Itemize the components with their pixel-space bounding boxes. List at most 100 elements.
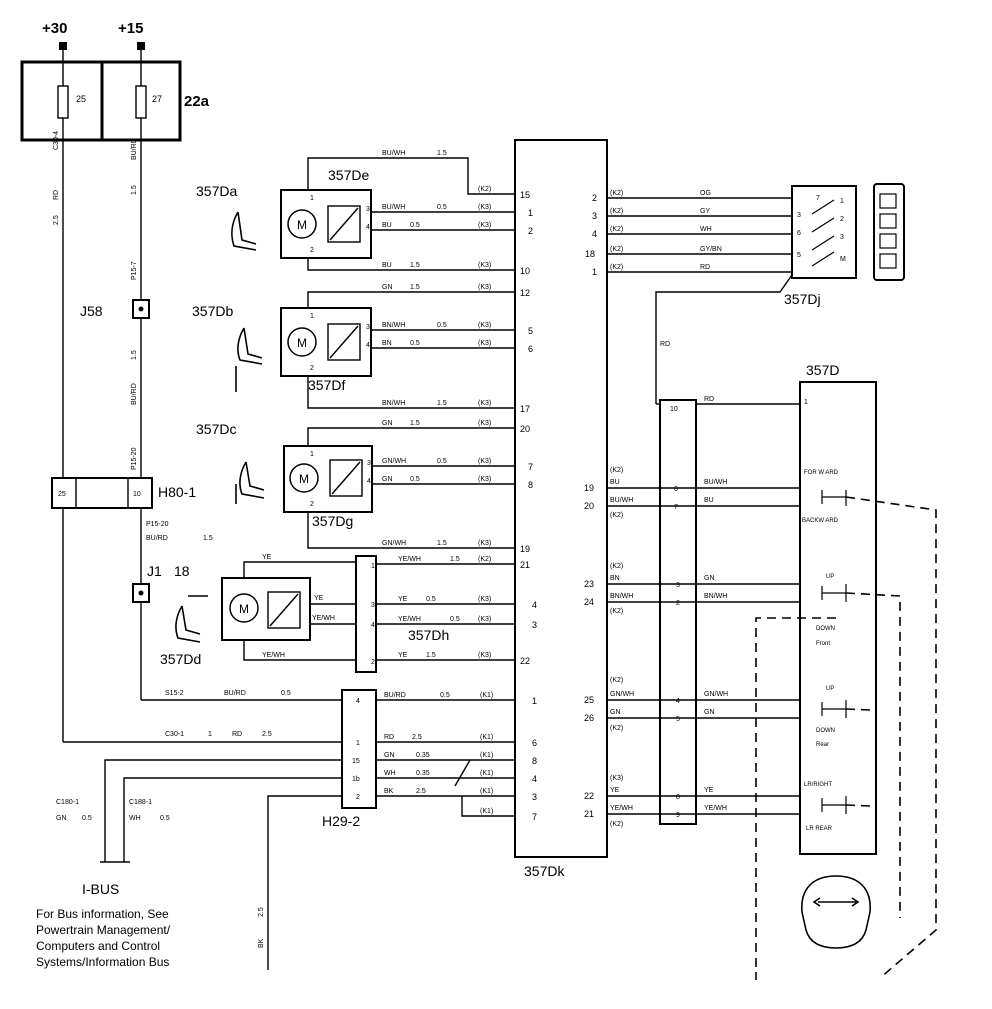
svg-text:YE: YE (610, 787, 620, 794)
svg-text:1.5: 1.5 (426, 652, 436, 659)
svg-text:4: 4 (532, 600, 537, 610)
svg-text:6: 6 (528, 344, 533, 354)
wire-bu-rd-2-size: 1.5 (131, 350, 138, 360)
svg-text:RD: RD (384, 734, 394, 741)
svg-text:1.5: 1.5 (410, 262, 420, 269)
svg-text:1.5: 1.5 (410, 420, 420, 427)
svg-text:BN: BN (382, 340, 392, 347)
right-wire-row: 2(K2)OG (592, 190, 711, 203)
note-line-3: Computers and Control (36, 939, 160, 953)
svg-text:21: 21 (584, 809, 594, 819)
wire-s15-2-color: BU/RD (224, 690, 246, 697)
h80-pin-a: 25 (58, 491, 66, 498)
j1-label: J1 (147, 563, 162, 579)
svg-text:1: 1 (356, 740, 360, 747)
svg-text:0.5: 0.5 (440, 692, 450, 699)
note-line-1: For Bus information, See (36, 907, 169, 921)
svg-text:(K3): (K3) (478, 596, 491, 603)
svg-text:(K3): (K3) (478, 222, 491, 229)
svg-text:(K3): (K3) (478, 540, 491, 547)
svg-text:5: 5 (528, 326, 533, 336)
svg-text:23: 23 (584, 579, 594, 589)
svg-text:(K3): (K3) (478, 476, 491, 483)
svg-text:2: 2 (356, 794, 360, 801)
svg-text:(K2): (K2) (610, 467, 623, 474)
svg-text:3: 3 (676, 582, 680, 589)
svg-text:6: 6 (674, 486, 678, 493)
dd-wire-ye1: YE (262, 554, 272, 561)
svg-text:0.5: 0.5 (426, 596, 436, 603)
svg-text:(K3): (K3) (478, 340, 491, 347)
svg-text:3: 3 (532, 792, 537, 802)
svg-text:8: 8 (676, 794, 680, 801)
wire-row: BN 0.5 (K3) 6 (382, 340, 533, 354)
svg-text:GN: GN (704, 709, 715, 716)
svg-text:(K3): (K3) (478, 420, 491, 427)
svg-text:0.5: 0.5 (410, 222, 420, 229)
svg-text:YE: YE (398, 596, 408, 603)
svg-text:M: M (840, 256, 846, 263)
wire-c30-1: C30-1 (165, 731, 184, 738)
svg-text:GN/WH: GN/WH (610, 691, 634, 698)
svg-text:(K3): (K3) (610, 775, 623, 782)
svg-text:BU: BU (382, 222, 392, 229)
wire-p15-20: P15-20 (131, 447, 138, 470)
svg-text:26: 26 (584, 713, 594, 723)
ibus-c180-size: 0.5 (82, 815, 92, 822)
wire-bu-rd-2: BU/RD (131, 383, 138, 405)
svg-text:(K2): (K2) (610, 264, 623, 271)
svg-text:BU: BU (610, 479, 620, 486)
terminal-30 (59, 42, 67, 50)
svg-text:22: 22 (584, 791, 594, 801)
svg-text:(K2): (K2) (610, 725, 623, 732)
note-line-2: Powertrain Management/ (36, 923, 171, 937)
svg-text:(K2): (K2) (610, 208, 623, 215)
right-wire-row: 1(K2)RD (592, 264, 710, 277)
wire-bu-rd: BU/RD (131, 138, 138, 160)
svg-text:0.35: 0.35 (416, 770, 430, 777)
sw-down2: DOWN (816, 728, 835, 734)
svg-text:0.5: 0.5 (410, 340, 420, 347)
wire-bk: BK (258, 938, 265, 948)
sw-up1: UP (826, 574, 834, 580)
plus30-label: +30 (42, 20, 67, 37)
svg-text:4: 4 (371, 622, 375, 629)
svg-text:(K2): (K2) (610, 512, 623, 519)
svg-text:8: 8 (528, 480, 533, 490)
svg-text:8: 8 (532, 756, 537, 766)
svg-text:0.5: 0.5 (410, 476, 420, 483)
svg-text:19: 19 (584, 483, 594, 493)
wire-s15-2-size: 0.5 (281, 690, 291, 697)
sw-down1: DOWN (816, 626, 835, 632)
svg-text:(K3): (K3) (478, 458, 491, 465)
wire-p15-7: P15-7 (131, 261, 138, 280)
wire-c30-1-color: RD (232, 731, 242, 738)
svg-text:1.5: 1.5 (410, 284, 420, 291)
svg-text:2: 2 (592, 193, 597, 203)
comp-357dd: 357Dd (160, 651, 201, 667)
dd-wire-yewh1: YE/WH (312, 615, 335, 622)
svg-text:(K2): (K2) (610, 246, 623, 253)
wire-row: (K1)7 (480, 808, 537, 822)
svg-text:17: 17 (520, 404, 530, 414)
svg-text:1: 1 (310, 313, 314, 320)
h80-label: H80-1 (158, 484, 196, 500)
svg-text:3: 3 (797, 212, 801, 219)
svg-text:1: 1 (371, 563, 375, 570)
fuse-b-label: 27 (152, 94, 162, 104)
svg-text:(K3): (K3) (478, 262, 491, 269)
ibus-c188: C188-1 (129, 799, 152, 806)
comp-357db: 357Db (192, 303, 233, 319)
svg-text:(K2): (K2) (610, 677, 623, 684)
svg-text:21: 21 (520, 560, 530, 570)
svg-text:GN: GN (610, 709, 621, 716)
